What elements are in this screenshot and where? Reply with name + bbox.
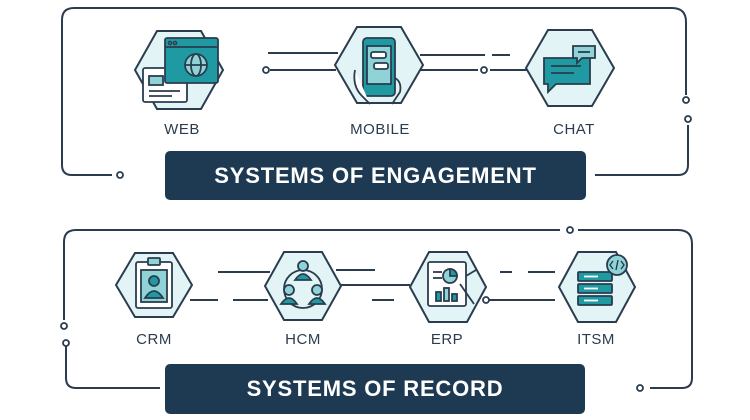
engagement-frame-dots <box>116 96 692 179</box>
chat-bubble-icon <box>543 45 596 95</box>
web-node <box>133 30 225 110</box>
mobile-node <box>333 26 425 105</box>
report-charts-icon <box>427 261 477 307</box>
label-mobile: MOBILE <box>350 121 410 138</box>
record-connectors <box>190 269 555 301</box>
label-web: WEB <box>164 121 200 138</box>
chat-node <box>524 29 616 107</box>
people-network-icon <box>279 260 327 309</box>
record-banner: SYSTEMS OF RECORD <box>165 364 585 414</box>
engagement-banner: SYSTEMS OF ENGAGEMENT <box>165 151 586 200</box>
label-itsm: ITSM <box>577 331 615 348</box>
clipboard-contact-icon <box>135 257 173 309</box>
label-crm: CRM <box>136 331 172 348</box>
engagement-connectors <box>268 52 530 71</box>
itsm-node <box>557 251 637 323</box>
record-frame-dots <box>60 226 644 392</box>
label-erp: ERP <box>430 331 464 348</box>
label-chat: CHAT <box>553 121 595 138</box>
server-code-icon <box>577 254 628 306</box>
engagement-connector-dots <box>262 66 488 74</box>
smartphone-in-hand-icon <box>353 37 402 105</box>
engagement-frame <box>61 7 689 176</box>
label-hcm: HCM <box>285 331 321 348</box>
hcm-node <box>263 251 343 321</box>
browser-globe-icon <box>142 37 219 103</box>
record-connector-dots <box>482 296 490 304</box>
erp-node <box>408 251 488 323</box>
record-frame <box>63 229 693 389</box>
crm-node <box>114 252 194 318</box>
